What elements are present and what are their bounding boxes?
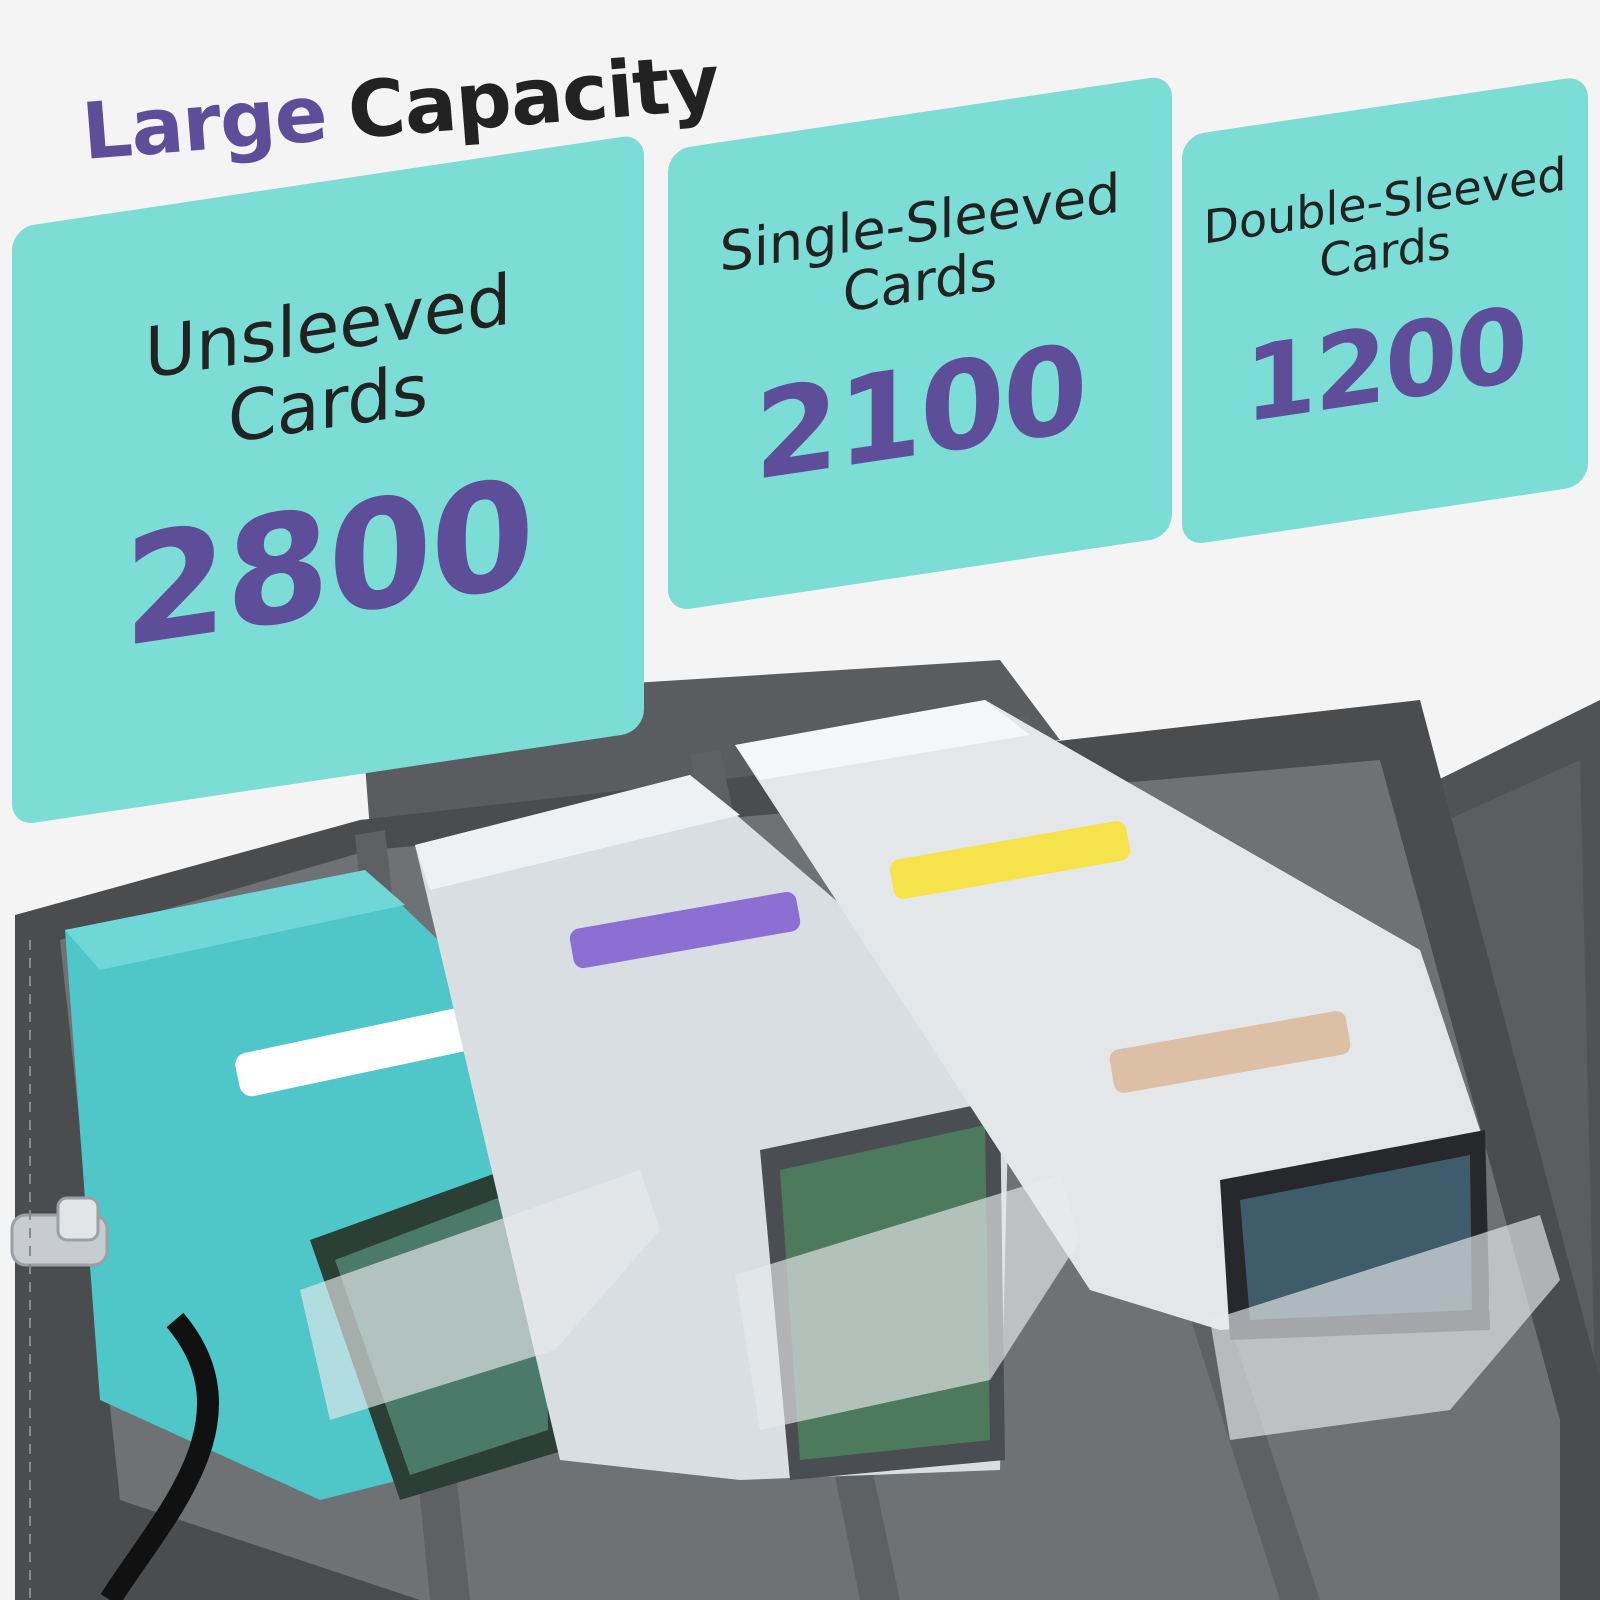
- capacity-value: 1200: [1244, 282, 1526, 447]
- capacity-panel-single-sleeved: Single-Sleeved Cards 2100: [668, 74, 1172, 612]
- capacity-label: Double-Sleeved Cards: [1203, 146, 1567, 289]
- capacity-value: 2100: [754, 316, 1086, 509]
- beige-divider-tab: [1109, 1011, 1351, 1093]
- black-strap: [100, 1312, 219, 1600]
- yellow-divider-tab: [889, 821, 1131, 899]
- teal-card-stack-top: [65, 870, 405, 970]
- capacity-label: Unsleeved Cards: [144, 258, 512, 460]
- white-divider-tab: [235, 1007, 475, 1097]
- card-holder-2: [735, 1175, 1080, 1430]
- capacity-panel-double-sleeved: Double-Sleeved Cards 1200: [1182, 75, 1588, 547]
- purple-divider-tab: [569, 891, 801, 969]
- capacity-panel-unsleeved: Unsleeved Cards 2800: [12, 133, 644, 826]
- title-word-large: Large: [78, 69, 330, 178]
- capacity-label: Single-Sleeved Cards: [719, 161, 1121, 325]
- silver-latch-button: [56, 1196, 100, 1242]
- capacity-value: 2800: [123, 446, 533, 682]
- card-holder-3: [1210, 1215, 1560, 1440]
- card-holder-1: [300, 1170, 660, 1420]
- sleeved-card-stack-top: [415, 775, 740, 890]
- double-sleeved-card-stack-top: [735, 700, 1030, 780]
